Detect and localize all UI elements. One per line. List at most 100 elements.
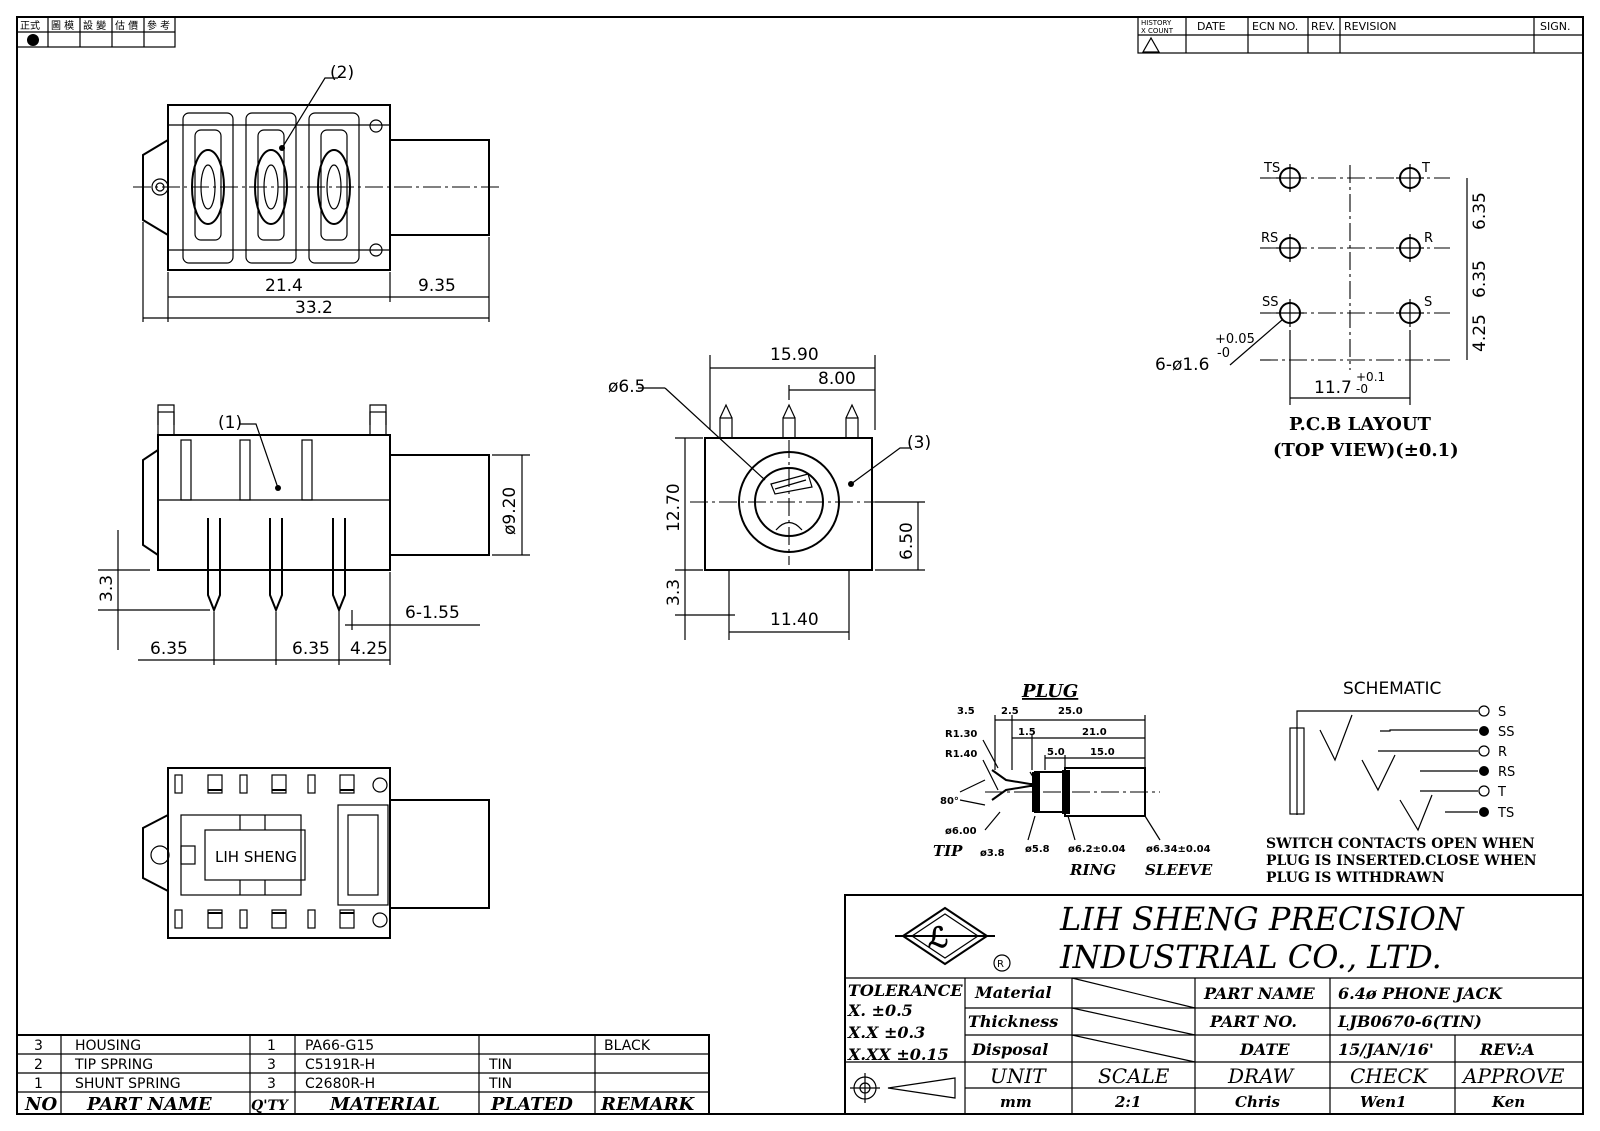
revision-triangle-icon	[1141, 36, 1161, 53]
schematic-pin: S	[1498, 705, 1506, 720]
plug-label-tip: TIP	[933, 842, 963, 860]
date-value: 15/JAN/16'	[1338, 1040, 1434, 1059]
plug-label-sleeve: SLEEVE	[1145, 861, 1213, 879]
plug-dim-1-5: 1.5	[1018, 727, 1036, 738]
pcb-subtitle: (TOP VIEW)(±0.1)	[1273, 440, 1459, 461]
schematic-pin: T	[1497, 785, 1506, 800]
pcb-hole-t	[1396, 164, 1424, 192]
date-label: DATE	[1239, 1040, 1290, 1059]
rev-header-date: DATE	[1197, 20, 1226, 33]
bom-part-name: SHUNT SPRING	[75, 1076, 181, 1092]
dim-11-40: 11.40	[770, 610, 819, 630]
unit-label: UNIT	[990, 1064, 1047, 1088]
check-value: Wen1	[1360, 1093, 1407, 1111]
bom-no: 1	[34, 1076, 43, 1092]
schematic: SCHEMATIC S SS R RS T TS SWITCH CONTACTS…	[1266, 679, 1537, 886]
dim-8-00: 8.00	[818, 369, 856, 389]
plug-dim-3-5: 3.5	[957, 706, 975, 717]
bottom-view: LIH SHENG	[142, 767, 490, 939]
pcb-width: 11.7	[1314, 378, 1352, 398]
stamp-label: 圖 模	[51, 20, 74, 32]
bom-table: 3 HOUSING 1 PA66-G15 BLACK 2 TIP SPRING …	[16, 1034, 710, 1115]
pcb-width-tol-minus: -0	[1356, 382, 1368, 396]
stamp-mark-icon	[27, 34, 39, 46]
front-view-callout: (3)	[907, 433, 931, 453]
dim-6-1-55: 6-1.55	[405, 603, 460, 623]
bom-part-name: HOUSING	[75, 1038, 141, 1054]
table-row: 2 TIP SPRING 3 C5191R-H TIN	[34, 1057, 512, 1073]
dim-33-2: 33.2	[295, 298, 333, 318]
plug-title: PLUG	[1021, 681, 1078, 702]
stamp-label: 參 考	[147, 19, 170, 32]
bom-no: 2	[34, 1057, 43, 1073]
rev-header-rev: REV.	[1311, 20, 1335, 33]
rev-header-history: HISTORY	[1141, 19, 1172, 27]
dim-21-4: 21.4	[265, 276, 303, 296]
bom-no: 3	[34, 1038, 43, 1054]
dim-9-35: 9.35	[418, 276, 456, 296]
approve-label: APPROVE	[1461, 1064, 1565, 1088]
pcb-pin-label: T	[1421, 161, 1430, 176]
stamp-label: 設 變	[83, 19, 106, 32]
schematic-title: SCHEMATIC	[1343, 679, 1441, 699]
bom-material: C2680R-H	[305, 1076, 375, 1092]
part-no-label: PART NO.	[1209, 1012, 1297, 1031]
plug-dia-tip: ø6.00	[945, 826, 977, 837]
rev-value: REV:A	[1479, 1040, 1535, 1059]
pcb-layout: TS T RS R SS S 6.35 6.35 4.25 6-ø1.6 +0.…	[1155, 161, 1490, 461]
thickness-label: Thickness	[968, 1012, 1058, 1031]
bom-header: Q'TY	[251, 1098, 290, 1114]
bom-material: C5191R-H	[305, 1057, 375, 1073]
pcb-pin-label: R	[1424, 231, 1433, 246]
pcb-hole-label: 6-ø1.6	[1155, 355, 1209, 375]
part-no-value: LJB0670-6(TIN)	[1337, 1012, 1482, 1031]
dim-4-25-side: 4.25	[350, 639, 388, 659]
company-name-line1: LIH SHENG PRECISION	[1059, 900, 1465, 938]
projection-symbol-icon	[850, 1073, 956, 1103]
schematic-pin: SS	[1498, 725, 1515, 740]
bom-qty: 1	[267, 1038, 276, 1054]
bom-plated: TIN	[488, 1057, 512, 1073]
draw-label: DRAW	[1227, 1064, 1295, 1088]
dim-3-3-side: 3.3	[97, 575, 117, 602]
sheet-border	[16, 16, 1584, 1115]
dim-6-35-a: 6.35	[150, 639, 188, 659]
revision-block: HISTORY X COUNT DATE ECN NO. REV. REVISI…	[1137, 16, 1584, 54]
pcb-hole-rs	[1276, 234, 1304, 262]
disposal-label: Disposal	[971, 1040, 1048, 1059]
bom-material: PA66-G15	[305, 1038, 374, 1054]
pcb-pin-label: TS	[1263, 161, 1280, 176]
pcb-hole-r	[1396, 234, 1424, 262]
bom-qty: 3	[267, 1076, 276, 1092]
schematic-pin: TS	[1497, 806, 1514, 821]
approve-value: Ken	[1491, 1093, 1525, 1111]
bom-qty: 3	[267, 1057, 276, 1073]
company-logo-icon: ℒ	[928, 921, 948, 954]
plug-dim-25-0: 25.0	[1058, 706, 1083, 717]
plug-label-ring: RING	[1069, 861, 1116, 879]
pcb-hole-tol-plus: +0.05	[1215, 332, 1255, 347]
registered-icon: R	[997, 959, 1004, 970]
side-view-callout: (1)	[218, 413, 242, 433]
plug-radius-1-40: R1.40	[945, 749, 977, 760]
pcb-hole-ss	[1276, 299, 1304, 327]
pcb-title: P.C.B LAYOUT	[1289, 414, 1432, 435]
material-label: Material	[974, 983, 1052, 1002]
pcb-hole-ts	[1276, 164, 1304, 192]
schematic-note-line: SWITCH CONTACTS OPEN WHEN	[1266, 836, 1535, 852]
bom-part-name: TIP SPRING	[74, 1057, 153, 1073]
bom-header-row: NO PART NAME Q'TY MATERIAL PLATED REMARK	[24, 1094, 696, 1115]
pcb-width-tol-plus: +0.1	[1356, 370, 1385, 384]
bom-header: PART NAME	[86, 1094, 212, 1115]
front-view: 15.90 8.00 ø6.5 (3) 12.70 3.3 6.50 11.40	[608, 345, 931, 640]
plug-dim-15-0: 15.0	[1090, 747, 1115, 758]
table-row: 3 HOUSING 1 PA66-G15 BLACK	[34, 1038, 651, 1054]
dim-6-50: 6.50	[897, 522, 917, 560]
draw-value: Chris	[1235, 1093, 1280, 1111]
plug-radius-1-30: R1.30	[945, 729, 977, 740]
part-name-label: PART NAME	[1203, 984, 1316, 1003]
plug-dim-5-0: 5.0	[1047, 747, 1065, 758]
stamp-label: 估 價	[115, 19, 138, 32]
bom-header: MATERIAL	[329, 1094, 440, 1115]
